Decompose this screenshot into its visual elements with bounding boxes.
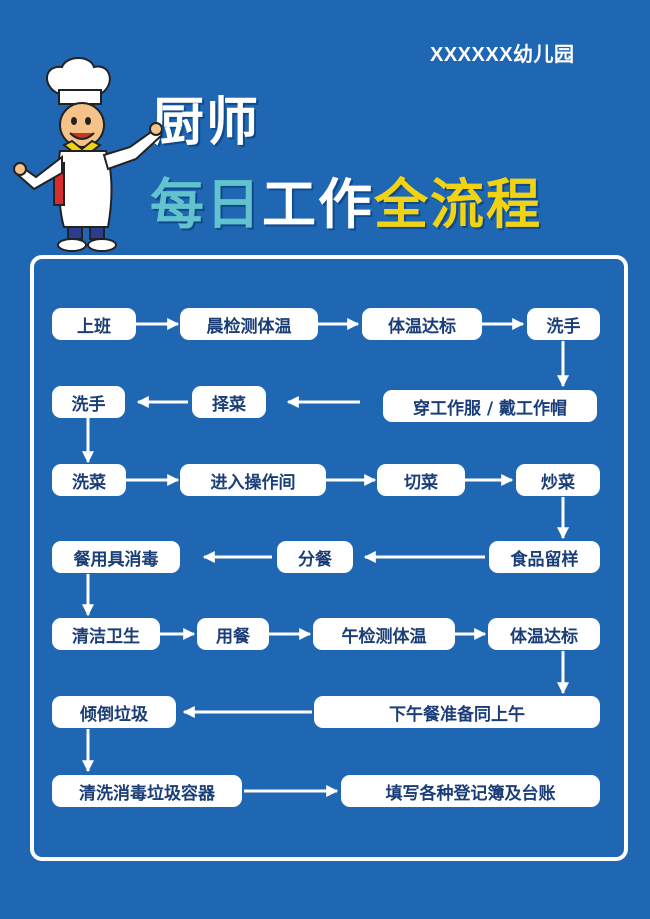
flowchart-panel	[30, 255, 628, 861]
step-cut-vegetables: 切菜	[377, 464, 465, 496]
step-enter-kitchen: 进入操作间	[180, 464, 326, 496]
step-keep-food-samples: 食品留样	[489, 541, 600, 573]
step-stir-fry: 炒菜	[516, 464, 600, 496]
step-noon-temperature-check: 午检测体温	[313, 618, 455, 650]
step-have-meal: 用餐	[197, 618, 269, 650]
title-line1: 厨师	[152, 93, 261, 153]
step-disinfect-tableware: 餐用具消毒	[52, 541, 180, 573]
step-pick-vegetables: 择菜	[192, 386, 266, 418]
step-wear-uniform-and-hat: 穿工作服 / 戴工作帽	[383, 390, 597, 422]
step-afternoon-meal-prep: 下午餐准备同上午	[314, 696, 600, 728]
title-part-daily: 每日	[150, 173, 262, 236]
step-clean-up: 清洁卫生	[52, 618, 160, 650]
step-serve-meals: 分餐	[277, 541, 353, 573]
step-wash-hands-2: 洗手	[52, 386, 125, 418]
title-part-work: 工作	[262, 173, 374, 236]
step-temperature-ok-2: 体温达标	[488, 618, 600, 650]
step-start-work: 上班	[52, 308, 136, 340]
title-line2: 每日工作全流程	[150, 160, 542, 239]
title-part-full-process: 全流程	[374, 173, 542, 236]
step-fill-in-registers: 填写各种登记簿及台账	[341, 775, 600, 807]
chef-mascot-illustration	[13, 57, 162, 252]
step-wash-vegetables: 洗菜	[52, 464, 126, 496]
step-dump-garbage: 倾倒垃圾	[52, 696, 176, 728]
step-morning-temperature-check: 晨检测体温	[180, 308, 318, 340]
step-clean-garbage-bins: 清洗消毒垃圾容器	[52, 775, 242, 807]
school-name: XXXXXX幼儿园	[430, 44, 575, 66]
step-wash-hands: 洗手	[527, 308, 600, 340]
step-temperature-ok: 体温达标	[362, 308, 482, 340]
